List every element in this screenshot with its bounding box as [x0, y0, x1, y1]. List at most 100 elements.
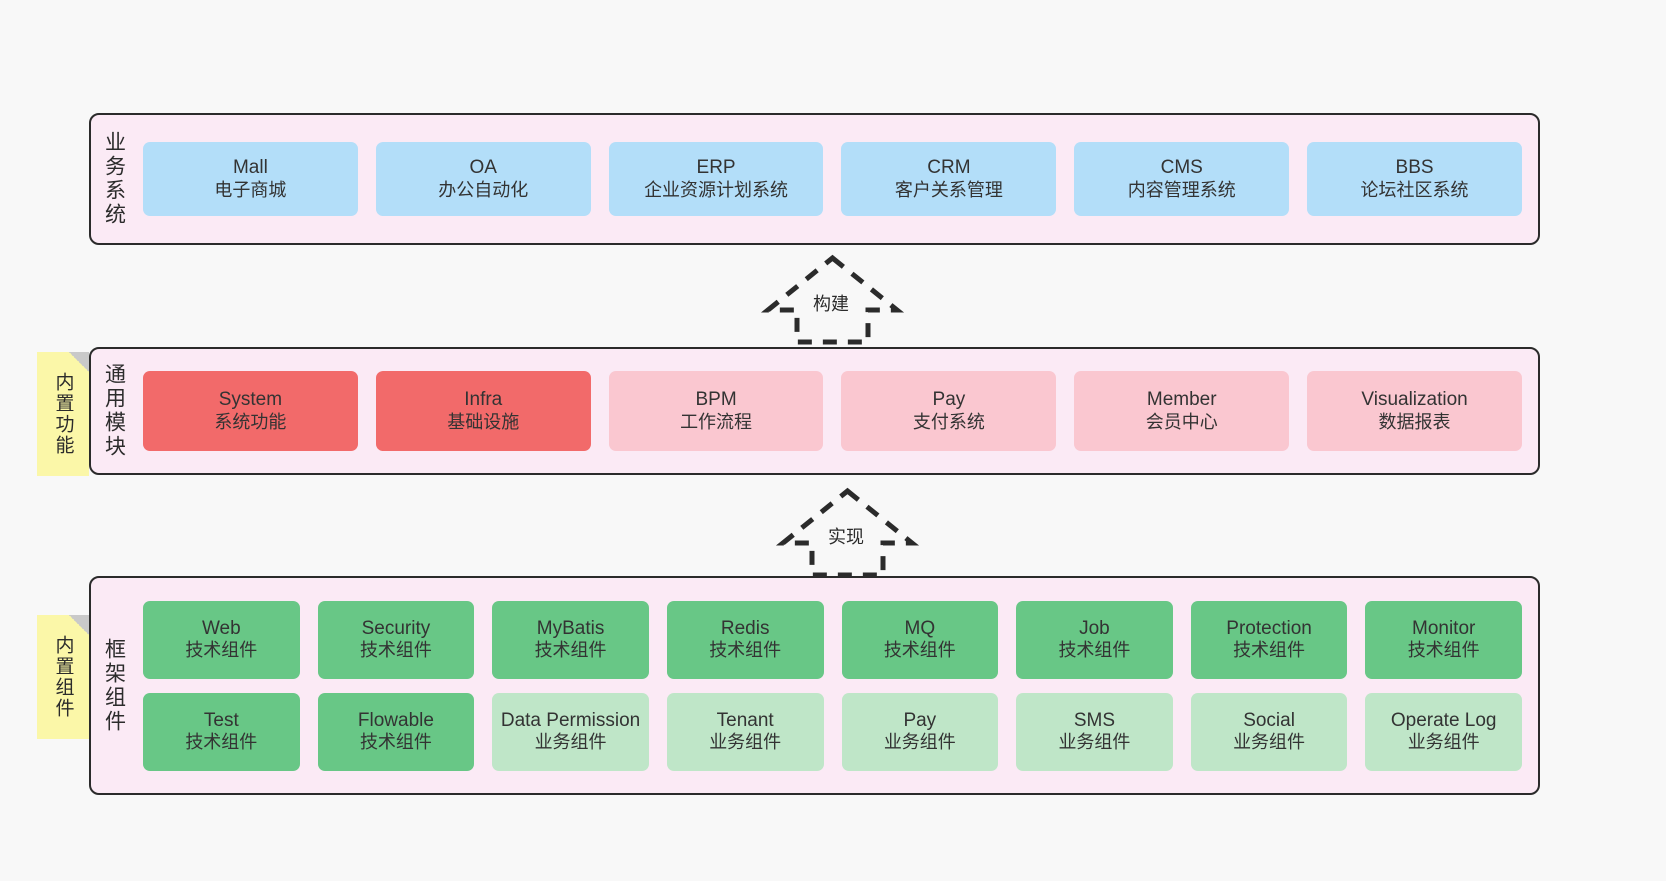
node-title: Security — [361, 617, 431, 639]
node-subtitle: 技术组件 — [534, 640, 607, 661]
node-data-permission[interactable]: Data Permission 业务组件 — [492, 692, 649, 771]
node-title: Data Permission — [500, 709, 641, 731]
node-mybatis[interactable]: MyBatis 技术组件 — [492, 600, 649, 679]
node-subtitle: 技术组件 — [359, 732, 432, 753]
node-monitor[interactable]: Monitor 技术组件 — [1365, 600, 1522, 679]
node-mq[interactable]: MQ 技术组件 — [841, 600, 999, 679]
node-title: Protection — [1226, 617, 1312, 639]
node-title: Operate Log — [1390, 709, 1497, 731]
node-title: MQ — [904, 617, 936, 639]
sticky-note-builtin-features: 内置功能 — [37, 352, 89, 476]
node-pay-module[interactable]: Pay 支付系统 — [841, 371, 1057, 451]
page-fold-icon — [69, 615, 89, 635]
node-cms[interactable]: CMS 内容管理系统 — [1074, 142, 1290, 216]
node-subtitle: 技术组件 — [883, 640, 956, 661]
node-tenant[interactable]: Tenant 业务组件 — [666, 692, 824, 771]
node-subtitle: 技术组件 — [1407, 640, 1480, 661]
node-subtitle: 技术组件 — [1058, 640, 1131, 661]
node-title: Web — [201, 617, 241, 639]
layer-title-business-systems: 业务系统 — [102, 131, 126, 227]
node-row: System 系统功能 Infra 基础设施 BPM 工作流程 Pay 支付系统… — [143, 371, 1522, 451]
node-title: Pay — [932, 389, 966, 411]
node-redis[interactable]: Redis 技术组件 — [666, 600, 824, 679]
node-oa[interactable]: OA 办公自动化 — [375, 142, 591, 216]
layer-body-framework-components: Web 技术组件 Security 技术组件 MyBatis 技术组件 Redi… — [137, 578, 1538, 793]
node-subtitle: 技术组件 — [1233, 640, 1306, 661]
node-title: Test — [203, 709, 239, 731]
node-subtitle: 业务组件 — [534, 732, 607, 753]
node-subtitle: 业务组件 — [1407, 732, 1480, 753]
arrow-build-label: 构建 — [813, 294, 849, 314]
node-sms[interactable]: SMS 业务组件 — [1016, 692, 1173, 771]
node-title: Social — [1243, 709, 1295, 731]
node-title: Visualization — [1361, 389, 1468, 411]
node-flowable[interactable]: Flowable 技术组件 — [317, 692, 475, 771]
layer-title-framework-components: 框架组件 — [102, 637, 126, 734]
layer-title-common-modules: 通用模块 — [102, 363, 126, 459]
node-system[interactable]: System 系统功能 — [143, 371, 358, 451]
node-subtitle: 会员中心 — [1145, 411, 1218, 432]
sticky-note-label: 内置功能 — [52, 372, 74, 456]
node-row: Test 技术组件 Flowable 技术组件 Data Permission … — [143, 692, 1522, 771]
node-title: Mall — [232, 157, 268, 179]
node-infra[interactable]: Infra 基础设施 — [375, 371, 591, 451]
node-protection[interactable]: Protection 技术组件 — [1190, 600, 1348, 679]
node-title: System — [218, 389, 283, 411]
arrow-implement: 实现 — [760, 487, 935, 579]
node-title: CRM — [927, 157, 971, 179]
arrow-build: 构建 — [745, 254, 920, 346]
node-title: Member — [1146, 389, 1217, 411]
node-subtitle: 系统功能 — [214, 411, 287, 432]
node-security[interactable]: Security 技术组件 — [317, 600, 475, 679]
node-title: Tenant — [716, 709, 774, 731]
node-title: ERP — [696, 157, 736, 179]
node-subtitle: 企业资源计划系统 — [644, 179, 789, 200]
node-subtitle: 电子商城 — [214, 179, 287, 200]
node-crm[interactable]: CRM 客户关系管理 — [841, 142, 1057, 216]
node-member[interactable]: Member 会员中心 — [1074, 371, 1290, 451]
node-title: CMS — [1160, 157, 1203, 179]
node-title: Redis — [720, 617, 770, 639]
node-subtitle: 客户关系管理 — [894, 179, 1003, 200]
node-subtitle: 论坛社区系统 — [1360, 179, 1469, 200]
layer-framework-components: 框架组件 Web 技术组件 Security 技术组件 MyBatis 技术组件… — [89, 576, 1540, 795]
node-title: BPM — [695, 389, 737, 411]
node-subtitle: 业务组件 — [883, 732, 956, 753]
node-web[interactable]: Web 技术组件 — [143, 600, 300, 679]
node-mall[interactable]: Mall 电子商城 — [143, 142, 358, 216]
node-title: SMS — [1073, 709, 1116, 731]
node-title: Flowable — [357, 709, 434, 731]
layer-business-systems: 业务系统 Mall 电子商城 OA 办公自动化 ERP 企业资源计划系统 CRM… — [89, 113, 1540, 245]
node-job[interactable]: Job 技术组件 — [1016, 600, 1173, 679]
node-title: Job — [1079, 617, 1110, 639]
node-bpm[interactable]: BPM 工作流程 — [608, 371, 824, 451]
node-social[interactable]: Social 业务组件 — [1190, 692, 1348, 771]
layer-body-common-modules: System 系统功能 Infra 基础设施 BPM 工作流程 Pay 支付系统… — [137, 349, 1538, 473]
node-subtitle: 数据报表 — [1378, 411, 1451, 432]
node-subtitle: 业务组件 — [709, 732, 782, 753]
node-title: Monitor — [1412, 617, 1476, 639]
node-subtitle: 技术组件 — [185, 732, 258, 753]
node-subtitle: 业务组件 — [1058, 732, 1131, 753]
sticky-note-builtin-components: 内置组件 — [37, 615, 89, 739]
node-erp[interactable]: ERP 企业资源计划系统 — [608, 142, 824, 216]
node-subtitle: 技术组件 — [185, 640, 258, 661]
node-visualization[interactable]: Visualization 数据报表 — [1307, 371, 1522, 451]
node-subtitle: 业务组件 — [1233, 732, 1306, 753]
node-test[interactable]: Test 技术组件 — [143, 692, 300, 771]
node-title: Infra — [464, 389, 503, 411]
sticky-note-label: 内置组件 — [52, 635, 74, 719]
node-title: Pay — [903, 709, 937, 731]
page-fold-icon — [69, 352, 89, 372]
node-title: MyBatis — [536, 617, 605, 639]
node-subtitle: 技术组件 — [359, 640, 432, 661]
node-operate-log[interactable]: Operate Log 业务组件 — [1365, 692, 1522, 771]
node-bbs[interactable]: BBS 论坛社区系统 — [1307, 142, 1522, 216]
node-subtitle: 工作流程 — [680, 411, 753, 432]
layer-common-modules: 通用模块 System 系统功能 Infra 基础设施 BPM 工作流程 Pay… — [89, 347, 1540, 475]
node-subtitle: 基础设施 — [447, 411, 520, 432]
node-pay-component[interactable]: Pay 业务组件 — [841, 692, 999, 771]
arrow-implement-label: 实现 — [828, 527, 864, 547]
node-row: Web 技术组件 Security 技术组件 MyBatis 技术组件 Redi… — [143, 600, 1522, 679]
